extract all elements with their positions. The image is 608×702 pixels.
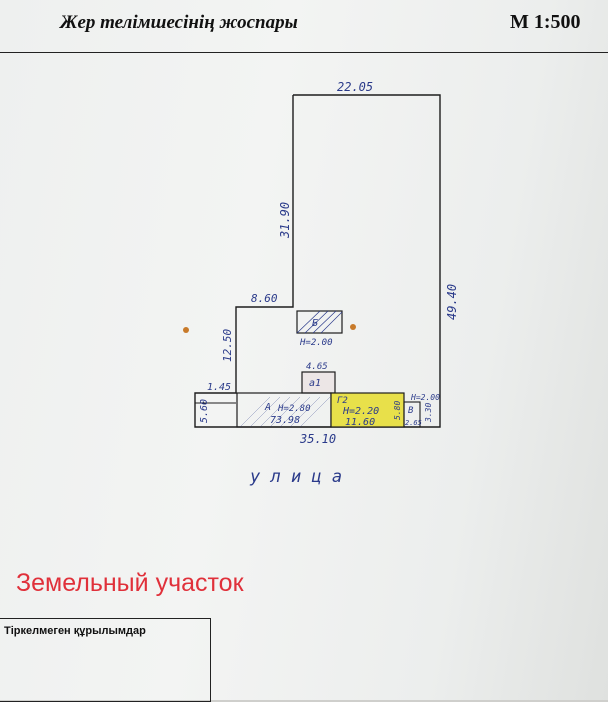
shed-v — [403, 401, 421, 428]
tree-marker-left — [183, 327, 189, 333]
garage-depth: 5.80 — [393, 401, 402, 420]
outbuilding-label: Б — [312, 318, 318, 329]
annex-label: а1 — [309, 378, 321, 389]
outbuilding-b — [296, 310, 343, 334]
shed-depth: 3.30 — [424, 403, 433, 423]
header-box: Жер телімшесінің жоспары М 1:500 — [0, 0, 608, 53]
page-title: Жер телімшесінің жоспары — [60, 12, 298, 33]
garage-g2 — [330, 392, 405, 428]
shed-height: H=2.00 — [410, 393, 440, 402]
dim-step: 8.60 — [251, 292, 278, 305]
shed-label: В — [408, 406, 414, 416]
dim-left-small: 1.45 — [207, 382, 231, 393]
shed-width: 2.65 — [405, 419, 422, 427]
dim-bottom: 35.10 — [299, 432, 336, 446]
house-label: А — [264, 402, 271, 413]
garage-area: 11.60 — [345, 417, 375, 428]
house-height: H=2.80 — [277, 404, 311, 414]
garage-height: H=2.20 — [342, 406, 379, 417]
dim-right: 49.40 — [445, 284, 459, 320]
dim-top: 22.05 — [337, 80, 373, 94]
house-area: 73.98 — [270, 415, 300, 426]
annex-dim: 4.65 — [306, 362, 328, 372]
dim-left-mid: 12.50 — [221, 329, 234, 362]
unregistered-structures-box: Тіркелмеген құрылымдар — [0, 618, 211, 702]
unregistered-structures-title: Тіркелмеген құрылымдар — [4, 625, 146, 637]
street-label: у л и ц а — [249, 467, 342, 487]
dim-left-upper: 31.90 — [278, 202, 292, 239]
garage-label: Г2 — [337, 396, 348, 406]
parcel-caption: Земельный участок — [16, 569, 244, 597]
scale-label: М 1:500 — [510, 11, 581, 33]
site-plan-drawing: 22.05 31.90 49.40 8.60 12.50 1.45 5.60 3… — [183, 80, 459, 487]
tree-marker-right — [350, 324, 356, 330]
dim-left-bottom: 5.60 — [199, 399, 210, 423]
parcel-boundary — [194, 94, 441, 428]
outbuilding-height: H=2.00 — [299, 338, 333, 348]
